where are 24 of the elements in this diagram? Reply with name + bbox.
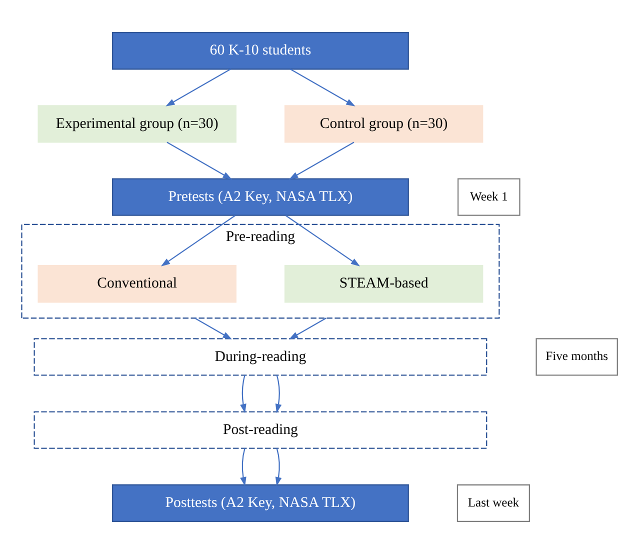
node-box: Five months (536, 338, 618, 376)
node-box: Week 1 (458, 178, 520, 216)
node-box: Posttests (A2 Key, NASA TLX) (112, 484, 409, 522)
node-box: Pretests (A2 Key, NASA TLX) (112, 178, 409, 216)
arrow (240, 448, 246, 486)
node-box: 60 K-10 students (112, 32, 409, 70)
arrow (160, 215, 236, 266)
node-box: During-reading (34, 338, 488, 376)
arrow (288, 318, 326, 340)
arrow (166, 68, 231, 106)
arrow (166, 142, 232, 180)
node-box: STEAM-based (284, 265, 484, 303)
node-box: Conventional (38, 265, 236, 303)
node-box: Post-reading (34, 411, 488, 449)
arrow (285, 215, 360, 266)
node-box: Control group (n=30) (284, 105, 484, 143)
node-box: Last week (456, 484, 530, 522)
arrow (290, 68, 356, 106)
arrow (194, 318, 232, 340)
node-box: Experimental group (n=30) (38, 105, 236, 143)
arrow (275, 375, 282, 414)
arrow (288, 142, 354, 180)
arrow (240, 375, 246, 414)
arrow (275, 448, 282, 486)
